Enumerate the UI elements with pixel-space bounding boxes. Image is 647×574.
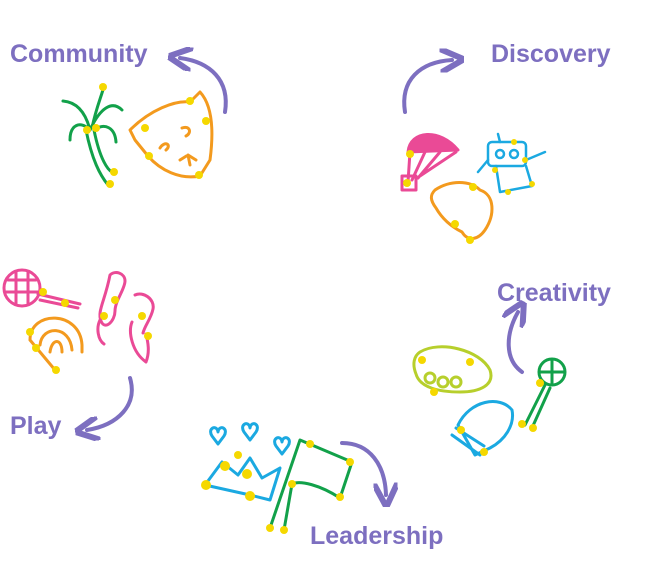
arrow-play [87, 376, 134, 430]
label-leadership: Leadership [310, 522, 444, 550]
parachute-icon [400, 133, 460, 192]
arrow-discovery [402, 60, 452, 114]
label-discovery: Discovery [491, 40, 611, 68]
robot-icon [476, 132, 547, 194]
label-community: Community [10, 40, 148, 68]
rainbow-icon [28, 316, 84, 372]
footprints-icon [96, 271, 155, 364]
arrow-leadership [340, 441, 386, 495]
cat-face-icon [128, 90, 214, 179]
node-dots [26, 83, 544, 534]
microphone-icon [523, 357, 567, 430]
karaoke-mic-icon [2, 268, 82, 310]
label-play: Play [10, 412, 62, 440]
arrow-community [180, 58, 228, 114]
arrow-creativity [509, 312, 522, 374]
puzzle-piece-icon [429, 181, 494, 240]
paint-palette-icon [412, 345, 493, 394]
cycle-arrows [87, 58, 522, 495]
hearts-crown-icon [203, 422, 291, 502]
